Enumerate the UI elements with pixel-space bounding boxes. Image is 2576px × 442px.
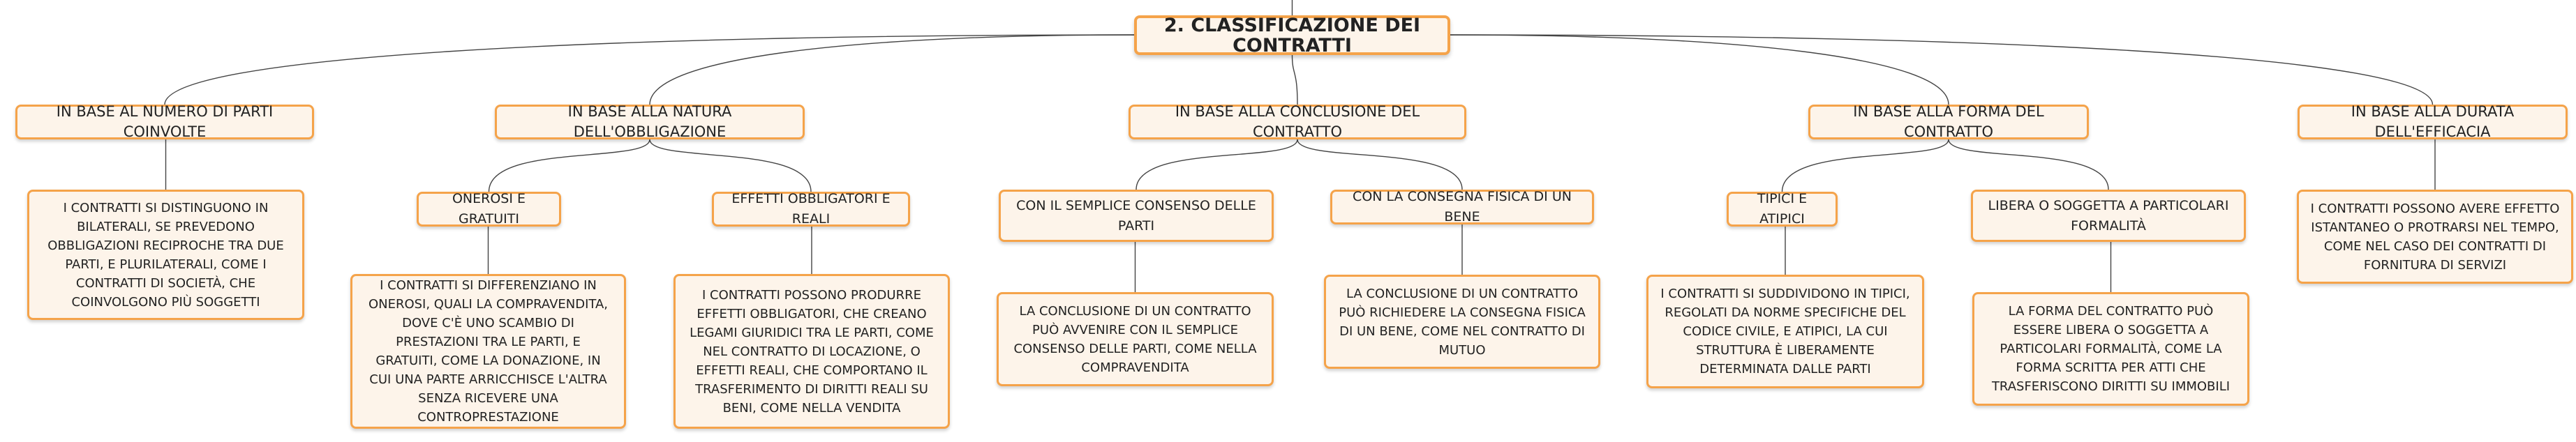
sub-label: LIBERA O SOGGETTA A PARTICOLARI FORMALIT… bbox=[1988, 197, 2229, 234]
detail-text: I CONTRATTI SI DIFFERENZIANO IN ONEROSI,… bbox=[368, 278, 609, 425]
cat-2-to-sub-0 bbox=[1136, 139, 1298, 190]
category-duration-detail[interactable]: I CONTRATTI POSSONO AVERE EFFETTO ISTANT… bbox=[2297, 190, 2573, 284]
sub-onerous-gratuitous-node[interactable]: ONEROSI E GRATUITI bbox=[417, 191, 561, 227]
category-label: IN BASE AL NUMERO DI PARTI COINVOLTE bbox=[56, 103, 274, 140]
cat-2-to-sub-1 bbox=[1297, 139, 1463, 190]
sub-typical-atypical-node[interactable]: TIPICI E ATIPICI bbox=[1727, 191, 1838, 227]
detail-text: I CONTRATTI SI SUDDIVIDONO IN TIPICI, RE… bbox=[1660, 287, 1910, 376]
category-conclusion-node[interactable]: IN BASE ALLA CONCLUSIONE DEL CONTRATTO bbox=[1129, 103, 1466, 140]
sub-physical-delivery-detail[interactable]: LA CONCLUSIONE DI UN CONTRATTO PUÒ RICHI… bbox=[1324, 275, 1600, 369]
sub-physical-delivery-node[interactable]: CON LA CONSEGNA FISICA DI UN BENE bbox=[1330, 189, 1594, 224]
root-to-cat-0 bbox=[164, 34, 1135, 105]
sub-label: CON LA CONSEGNA FISICA DI UN BENE bbox=[1353, 189, 1572, 224]
detail-text: I CONTRATTI POSSONO AVERE EFFETTO ISTANT… bbox=[2310, 201, 2560, 273]
root-to-cat-2 bbox=[1291, 54, 1298, 105]
category-label: IN BASE ALLA CONCLUSIONE DEL CONTRATTO bbox=[1175, 103, 1420, 140]
detail-text: LA CONCLUSIONE DI UN CONTRATTO PUÒ AVVEN… bbox=[1013, 303, 1257, 375]
sub-typical-atypical-detail[interactable]: I CONTRATTI SI SUDDIVIDONO IN TIPICI, RE… bbox=[1646, 275, 1924, 388]
category-obligation-node[interactable]: IN BASE ALLA NATURA DELL'OBBLIGAZIONE bbox=[495, 103, 805, 140]
sub-free-formalities-detail[interactable]: LA FORMA DEL CONTRATTO PUÒ ESSERE LIBERA… bbox=[1972, 292, 2249, 406]
cat-1-to-sub-1 bbox=[649, 139, 812, 192]
sub-onerous-gratuitous-detail[interactable]: I CONTRATTI SI DIFFERENZIANO IN ONEROSI,… bbox=[350, 274, 626, 429]
detail-text: I CONTRATTI SI DISTINGUONO IN BILATERALI… bbox=[47, 200, 284, 310]
detail-text: I CONTRATTI POSSONO PRODURRE EFFETTI OBB… bbox=[690, 287, 934, 416]
category-label: IN BASE ALLA DURATA DELL'EFFICACIA bbox=[2351, 103, 2515, 140]
root-node[interactable]: 2. CLASSIFICAZIONE DEI CONTRATTI bbox=[1134, 14, 1450, 56]
root-to-cat-1 bbox=[649, 34, 1135, 105]
category-label: IN BASE ALLA NATURA DELL'OBBLIGAZIONE bbox=[567, 103, 732, 140]
cat-1-to-sub-0 bbox=[488, 139, 650, 192]
sub-free-formalities-node[interactable]: LIBERA O SOGGETTA A PARTICOLARI FORMALIT… bbox=[1971, 190, 2246, 242]
root-label: 2. CLASSIFICAZIONE DEI CONTRATTI bbox=[1163, 14, 1421, 56]
category-parties-detail[interactable]: I CONTRATTI SI DISTINGUONO IN BILATERALI… bbox=[27, 190, 304, 320]
sub-simple-consent-node[interactable]: CON IL SEMPLICE CONSENSO DELLE PARTI bbox=[999, 190, 1274, 242]
sub-obligatory-real-effects-detail[interactable]: I CONTRATTI POSSONO PRODURRE EFFETTI OBB… bbox=[673, 274, 950, 429]
sub-label: CON IL SEMPLICE CONSENSO DELLE PARTI bbox=[1016, 197, 1256, 234]
detail-text: LA CONCLUSIONE DI UN CONTRATTO PUÒ RICHI… bbox=[1339, 286, 1586, 358]
cat-3-to-sub-0 bbox=[1781, 139, 1949, 192]
root-to-cat-3 bbox=[1450, 34, 1949, 105]
sub-simple-consent-detail[interactable]: LA CONCLUSIONE DI UN CONTRATTO PUÒ AVVEN… bbox=[997, 292, 1274, 386]
sub-label: ONEROSI E GRATUITI bbox=[452, 191, 526, 227]
sub-label: TIPICI E ATIPICI bbox=[1757, 191, 1808, 227]
category-label: IN BASE ALLA FORMA DEL CONTRATTO bbox=[1853, 103, 2044, 140]
cat-3-to-sub-1 bbox=[1948, 139, 2109, 190]
sub-label: EFFETTI OBBLIGATORI E REALI bbox=[731, 191, 891, 227]
root-to-cat-4 bbox=[1450, 34, 2434, 105]
category-parties-node[interactable]: IN BASE AL NUMERO DI PARTI COINVOLTE bbox=[15, 103, 314, 140]
sub-obligatory-real-effects-node[interactable]: EFFETTI OBBLIGATORI E REALI bbox=[712, 191, 910, 227]
detail-text: LA FORMA DEL CONTRATTO PUÒ ESSERE LIBERA… bbox=[1991, 304, 2231, 394]
category-duration-node[interactable]: IN BASE ALLA DURATA DELL'EFFICACIA bbox=[2298, 103, 2568, 140]
category-form-node[interactable]: IN BASE ALLA FORMA DEL CONTRATTO bbox=[1808, 103, 2089, 140]
